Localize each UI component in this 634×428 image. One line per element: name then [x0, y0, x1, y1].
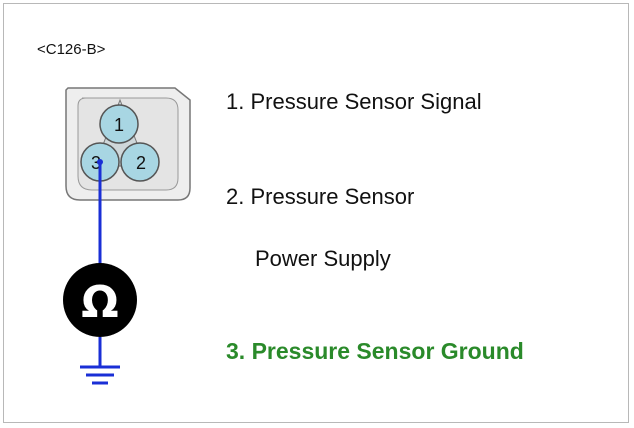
connector-label: <C126-B>	[37, 41, 106, 58]
pin-1-label: 1	[114, 115, 124, 135]
pin-1-description: 1. Pressure Sensor Signal	[226, 89, 482, 114]
ohmmeter-symbol: Ω	[81, 277, 118, 328]
probe-tip	[97, 159, 103, 165]
pin-3-label: 3	[91, 153, 101, 173]
pin-3-description: 3. Pressure Sensor Ground	[226, 338, 524, 364]
pin-1: 1	[99, 104, 139, 144]
ohmmeter-icon: Ω	[63, 263, 137, 337]
pin-2-description-line1: 2. Pressure Sensor	[226, 184, 415, 209]
diagram-frame	[3, 3, 629, 423]
pin-2: 2	[120, 142, 160, 182]
pin-2-label: 2	[136, 153, 146, 173]
pin-2-description-line2: Power Supply	[255, 246, 391, 271]
ground-symbol-icon	[80, 365, 120, 385]
